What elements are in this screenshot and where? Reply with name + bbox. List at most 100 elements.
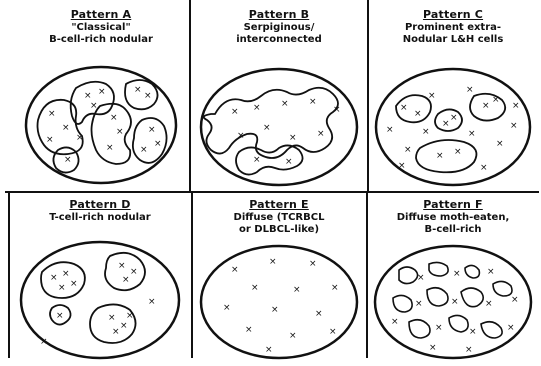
svg-text:×: ×	[98, 87, 106, 97]
horizontal-divider	[5, 191, 539, 193]
svg-text:×: ×	[40, 337, 48, 347]
svg-text:×: ×	[50, 273, 58, 283]
svg-text:×: ×	[315, 309, 323, 319]
svg-text:×: ×	[120, 321, 128, 331]
svg-text:×: ×	[289, 133, 297, 143]
svg-text:×: ×	[386, 125, 394, 135]
svg-text:×: ×	[70, 279, 78, 289]
svg-text:×: ×	[400, 103, 408, 113]
svg-text:×: ×	[251, 283, 259, 293]
tissue-outline	[201, 246, 357, 358]
svg-text:×: ×	[58, 283, 66, 293]
svg-text:×: ×	[454, 147, 462, 157]
svg-text:×: ×	[108, 313, 116, 323]
pattern-f-illustration: ××× ××× ××× ××× ×	[369, 194, 537, 362]
svg-text:×: ×	[293, 285, 301, 295]
nodule	[416, 140, 476, 172]
panel-pattern-b: Pattern B Serpiginous/ interconnected ××…	[193, 2, 365, 190]
pattern-d-illustration: ×××× ××× ×××× ×××	[12, 194, 188, 362]
svg-text:×: ×	[511, 295, 519, 305]
svg-text:×: ×	[333, 105, 341, 115]
svg-text:×: ×	[122, 275, 130, 285]
svg-text:×: ×	[465, 345, 473, 355]
tissue-outline	[201, 69, 357, 185]
serpiginous-region	[204, 88, 338, 158]
fragment	[393, 295, 412, 312]
svg-text:×: ×	[106, 143, 114, 153]
svg-text:×: ×	[480, 163, 488, 173]
svg-text:×: ×	[496, 139, 504, 149]
svg-text:×: ×	[429, 343, 437, 353]
svg-text:×: ×	[289, 331, 297, 341]
svg-text:×: ×	[269, 257, 277, 267]
svg-text:×: ×	[56, 311, 64, 321]
svg-text:×: ×	[331, 283, 339, 293]
svg-text:×: ×	[64, 155, 72, 165]
panel-pattern-f: Pattern F Diffuse moth-eaten, B-cell-ric…	[369, 194, 537, 362]
svg-text:×: ×	[436, 151, 444, 161]
svg-text:×: ×	[253, 155, 261, 165]
svg-text:×: ×	[485, 299, 493, 309]
svg-text:×: ×	[118, 261, 126, 271]
svg-text:×: ×	[435, 323, 443, 333]
svg-text:×: ×	[453, 269, 461, 279]
fragment	[449, 315, 468, 332]
pattern-b-illustration: ××× ××× ××× ××	[193, 2, 365, 190]
svg-text:×: ×	[482, 101, 490, 111]
svg-text:×: ×	[398, 161, 406, 171]
serpiginous-region	[236, 145, 303, 174]
vertical-divider-3	[8, 192, 10, 358]
lh-cell-marks: ××× ××× ××× ×× ××× ××	[46, 85, 162, 165]
svg-text:×: ×	[422, 127, 430, 137]
fragment	[409, 320, 430, 338]
svg-text:×: ×	[309, 259, 317, 269]
svg-text:×: ×	[263, 123, 271, 133]
fragment	[461, 288, 483, 307]
panel-pattern-e: Pattern E Diffuse (TCRBCL or DLBCL-like)…	[193, 194, 365, 362]
svg-text:×: ×	[140, 145, 148, 155]
svg-text:×: ×	[317, 129, 325, 139]
svg-text:×: ×	[329, 327, 337, 337]
fragment	[427, 288, 448, 306]
svg-text:×: ×	[512, 101, 520, 111]
svg-text:×: ×	[48, 109, 56, 119]
lh-cell-marks: ×× ×× ×× ×× ××× ××× ××× ××	[386, 85, 520, 173]
svg-text:×: ×	[492, 95, 500, 105]
lh-cell-marks: ××× ××× ××× ××× ×	[223, 257, 339, 355]
fragment	[493, 281, 512, 296]
svg-text:×: ×	[487, 267, 495, 277]
svg-text:×: ×	[76, 133, 84, 143]
pattern-a-illustration: ××× ××× ××× ×× ××× ××	[18, 2, 184, 190]
fragment	[481, 322, 502, 338]
svg-text:×: ×	[442, 119, 450, 129]
svg-text:×: ×	[450, 113, 458, 123]
svg-text:×: ×	[451, 297, 459, 307]
svg-text:×: ×	[415, 299, 423, 309]
svg-text:×: ×	[265, 345, 273, 355]
svg-text:×: ×	[271, 305, 279, 315]
svg-text:×: ×	[90, 101, 98, 111]
svg-text:×: ×	[223, 303, 231, 313]
svg-text:×: ×	[466, 85, 474, 95]
panel-pattern-a: Pattern A "Classical" B-cell-rich nodula…	[18, 2, 184, 190]
lh-cell-marks: ××× ××× ××× ××	[231, 97, 341, 167]
svg-text:×: ×	[245, 325, 253, 335]
svg-text:×: ×	[148, 125, 156, 135]
svg-text:×: ×	[417, 273, 425, 283]
panel-pattern-c: Pattern C Prominent extra- Nodular L&H c…	[370, 2, 536, 190]
svg-text:×: ×	[468, 129, 476, 139]
svg-text:×: ×	[62, 269, 70, 279]
svg-text:×: ×	[154, 139, 162, 149]
svg-text:×: ×	[510, 121, 518, 131]
svg-text:×: ×	[237, 131, 245, 141]
svg-text:×: ×	[126, 311, 134, 321]
svg-text:×: ×	[391, 317, 399, 327]
svg-text:×: ×	[253, 103, 261, 113]
svg-text:×: ×	[231, 107, 239, 117]
svg-text:×: ×	[404, 145, 412, 155]
panel-pattern-d: Pattern D T-cell-rich nodular ×××× ××× ×…	[12, 194, 188, 362]
nodule	[38, 100, 83, 154]
svg-text:×: ×	[110, 113, 118, 123]
svg-text:×: ×	[428, 91, 436, 101]
